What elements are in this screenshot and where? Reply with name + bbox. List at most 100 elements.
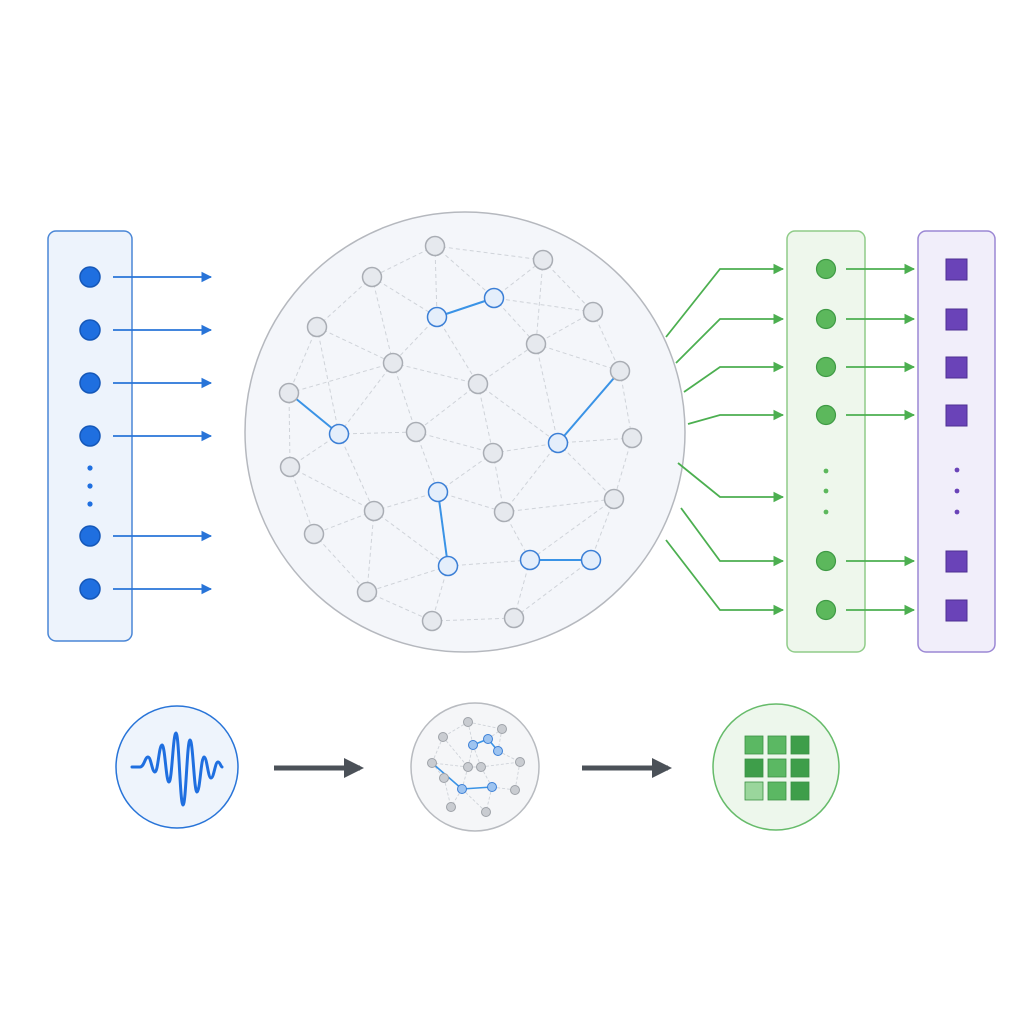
reservoir-edge-31 xyxy=(288,392,291,468)
readout-node-4 xyxy=(815,404,837,426)
reservoir-boundary xyxy=(244,211,686,653)
input-node-1 xyxy=(79,266,101,288)
reservoir-edge-32 xyxy=(338,431,417,435)
readout-panel xyxy=(786,230,866,653)
reservoir-edge-12 xyxy=(542,259,594,313)
reservoir-nodes xyxy=(278,235,643,632)
input-dot-2 xyxy=(87,483,93,489)
reservoir-active-edge-2 xyxy=(288,392,340,435)
reservoir-edge-49 xyxy=(437,491,505,513)
reservoir-edge-54 xyxy=(313,533,368,593)
reservoir-edge-5 xyxy=(316,276,373,328)
reservoir-edge-59 xyxy=(513,559,592,619)
input-nodes xyxy=(79,266,101,600)
reservoir-node-1 xyxy=(424,235,446,257)
mini-node-7 xyxy=(463,762,473,772)
mini-node-15 xyxy=(481,807,491,817)
readout-node-3 xyxy=(815,356,837,378)
reservoir-node-27 xyxy=(356,581,378,603)
output-square-1 xyxy=(945,258,968,281)
grid-cell-3 xyxy=(790,735,810,755)
reservoir-edge-21 xyxy=(338,362,394,435)
mini-edge-20 xyxy=(480,761,521,768)
mini-node-2 xyxy=(497,724,507,734)
grid-cell-9 xyxy=(790,781,810,801)
output-square-5 xyxy=(945,550,968,573)
reservoir-edge-26 xyxy=(535,343,621,372)
reservoir-active-node-13 xyxy=(328,423,350,445)
output-layer xyxy=(846,230,996,653)
output-dot-2 xyxy=(954,488,960,494)
reservoir-edge-19 xyxy=(392,362,479,385)
mini-node-13 xyxy=(510,785,520,795)
reservoir-edge-6 xyxy=(371,276,438,318)
reservoir-node-7 xyxy=(306,316,328,338)
grid-icon xyxy=(712,703,840,831)
reservoir-active-node-4 xyxy=(483,287,505,309)
reservoir-active-node-5 xyxy=(426,306,448,328)
reservoir-edge-7 xyxy=(371,276,394,364)
reservoir-edge-23 xyxy=(477,383,494,454)
mini-edge-12 xyxy=(480,766,493,788)
reservoir-edge-2 xyxy=(434,245,438,318)
output-square-2 xyxy=(945,308,968,331)
mini-active-edge-2 xyxy=(461,786,493,790)
mini-node-12 xyxy=(487,782,497,792)
mini-edge-3 xyxy=(467,721,503,730)
reservoir-node-6 xyxy=(582,301,604,323)
reservoir-node-10 xyxy=(609,360,631,382)
reservoir-edge-16 xyxy=(288,326,318,394)
mini-edge-7 xyxy=(467,744,474,768)
readout-dot-1 xyxy=(823,468,829,474)
reservoir-edge-40 xyxy=(557,437,633,444)
output-dot-3 xyxy=(954,509,960,515)
reservoir-edge-65 xyxy=(493,297,594,313)
reservoir-node-2 xyxy=(532,249,554,271)
grid-cell-5 xyxy=(767,758,787,778)
mini-node-1 xyxy=(463,717,473,727)
reservoir-edge-55 xyxy=(366,565,449,593)
reservoir-edge-41 xyxy=(557,442,615,500)
reservoir-edge-37 xyxy=(492,442,559,454)
mini-node-16 xyxy=(439,773,449,783)
mini-edge-11 xyxy=(461,766,469,790)
reservoir-edge-44 xyxy=(289,466,375,512)
readout-to-output-arrows xyxy=(846,263,916,616)
grid-cell-1 xyxy=(744,735,764,755)
reservoir-edge-36 xyxy=(415,431,439,493)
mini-node-4 xyxy=(468,740,478,750)
readout-dot-3 xyxy=(823,509,829,515)
reservoir-node-29 xyxy=(503,607,525,629)
network-icon xyxy=(410,702,540,832)
input-ellipsis-icon xyxy=(87,465,93,507)
reservoir-edge-53 xyxy=(590,498,615,561)
reservoir-node-20 xyxy=(363,500,385,522)
reservoir-node-22 xyxy=(603,488,625,510)
pipeline-summary xyxy=(115,702,840,832)
mini-edge-10 xyxy=(431,762,469,768)
reservoir-node-17 xyxy=(621,427,643,449)
mini-edge-4 xyxy=(497,728,503,752)
output-ellipsis-icon xyxy=(954,467,960,515)
reservoir-edge-10 xyxy=(392,316,438,364)
reservoir-edge-13 xyxy=(535,259,544,345)
reservoir-edge-35 xyxy=(415,431,494,454)
reservoir-edge-64 xyxy=(373,510,449,567)
readout-dot-2 xyxy=(823,488,829,494)
mini-edge-5 xyxy=(442,736,469,768)
mini-node-8 xyxy=(427,758,437,768)
input-node-4 xyxy=(79,425,101,447)
reservoir xyxy=(244,211,686,653)
readout-node-1 xyxy=(815,258,837,280)
readout-node-2 xyxy=(815,308,837,330)
reservoir-edge-51 xyxy=(503,498,615,513)
mini-edge-2 xyxy=(467,721,474,746)
reservoir-edge-18 xyxy=(316,326,340,435)
waveform-icon xyxy=(130,731,224,807)
mini-node-9 xyxy=(476,762,486,772)
reservoir-node-12 xyxy=(278,382,300,404)
reservoir-node-8 xyxy=(525,333,547,355)
readout-nodes xyxy=(815,258,837,621)
readout-ellipsis-icon xyxy=(823,468,829,515)
